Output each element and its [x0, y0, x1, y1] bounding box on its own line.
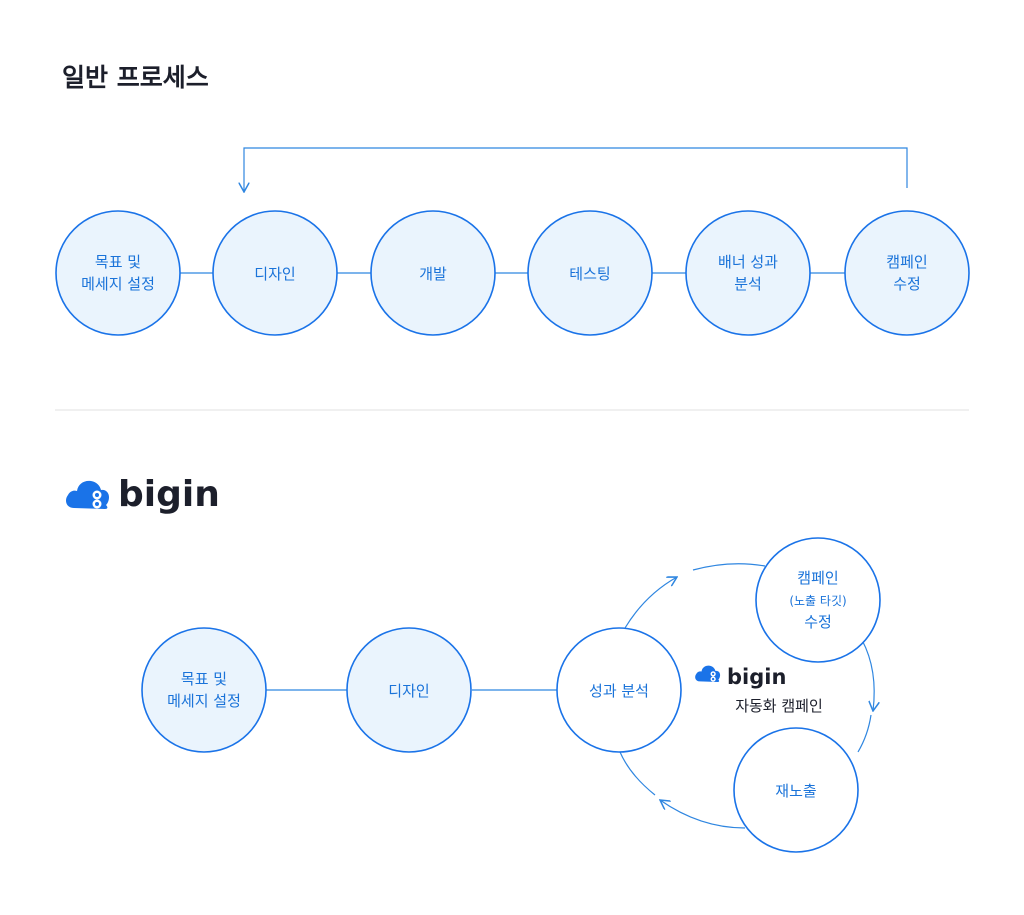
- node-campaign-edit: 캠페인 수정: [844, 210, 970, 336]
- center-bigin-wordmark: bigin: [727, 665, 786, 689]
- node2-campaign-edit: 캠페인 (노출 타깃) 수정: [755, 537, 881, 663]
- section1-title: 일반 프로세스: [62, 63, 209, 92]
- node2-campaign-edit-line3: 수정: [804, 613, 832, 631]
- bigin-wordmark: bigin: [118, 474, 220, 515]
- node-goal-message-line1: 목표 및: [95, 253, 141, 271]
- node-campaign-edit-line1: 캠페인: [886, 253, 927, 271]
- node-banner-analysis-line2: 분석: [734, 275, 762, 293]
- node-banner-analysis-line1: 배너 성과: [718, 253, 778, 271]
- center-caption: 자동화 캠페인: [735, 697, 823, 715]
- bigin-cloud-icon: [66, 480, 109, 509]
- node-banner-analysis: 배너 성과 분석: [685, 210, 811, 336]
- node-campaign-edit-line2: 수정: [893, 275, 921, 293]
- center-bigin-logo: bigin: [695, 665, 786, 689]
- node-development: 개발: [370, 210, 496, 336]
- node-development-label: 개발: [419, 265, 447, 283]
- bigin-logo: bigin: [66, 474, 220, 515]
- node2-reexposure-label: 재노출: [775, 782, 816, 800]
- node2-campaign-edit-line1: 캠페인: [797, 569, 838, 587]
- node2-goal-message-line2: 메세지 설정: [167, 692, 241, 710]
- node2-goal-message-line1: 목표 및: [181, 670, 227, 688]
- feedback-loop-arrow: [244, 147, 908, 192]
- node2-performance-analysis-label: 성과 분석: [589, 682, 649, 700]
- node-testing-label: 테스팅: [569, 265, 610, 283]
- node-goal-message: 목표 및 메세지 설정: [55, 210, 181, 336]
- node2-reexposure: 재노출: [733, 727, 859, 853]
- node2-campaign-edit-line2: (노출 타깃): [789, 594, 846, 608]
- node-design: 디자인: [212, 210, 338, 336]
- node-goal-message-line2: 메세지 설정: [81, 275, 155, 293]
- node2-design-label: 디자인: [388, 682, 429, 700]
- node-design-label: 디자인: [254, 265, 295, 283]
- automation-cycle-arrows: [619, 563, 874, 829]
- node2-performance-analysis: 성과 분석: [556, 627, 682, 753]
- node2-goal-message: 목표 및 메세지 설정: [141, 627, 267, 753]
- node-testing: 테스팅: [527, 210, 653, 336]
- node2-design: 디자인: [346, 627, 472, 753]
- center-bigin-cloud-icon: [695, 665, 721, 682]
